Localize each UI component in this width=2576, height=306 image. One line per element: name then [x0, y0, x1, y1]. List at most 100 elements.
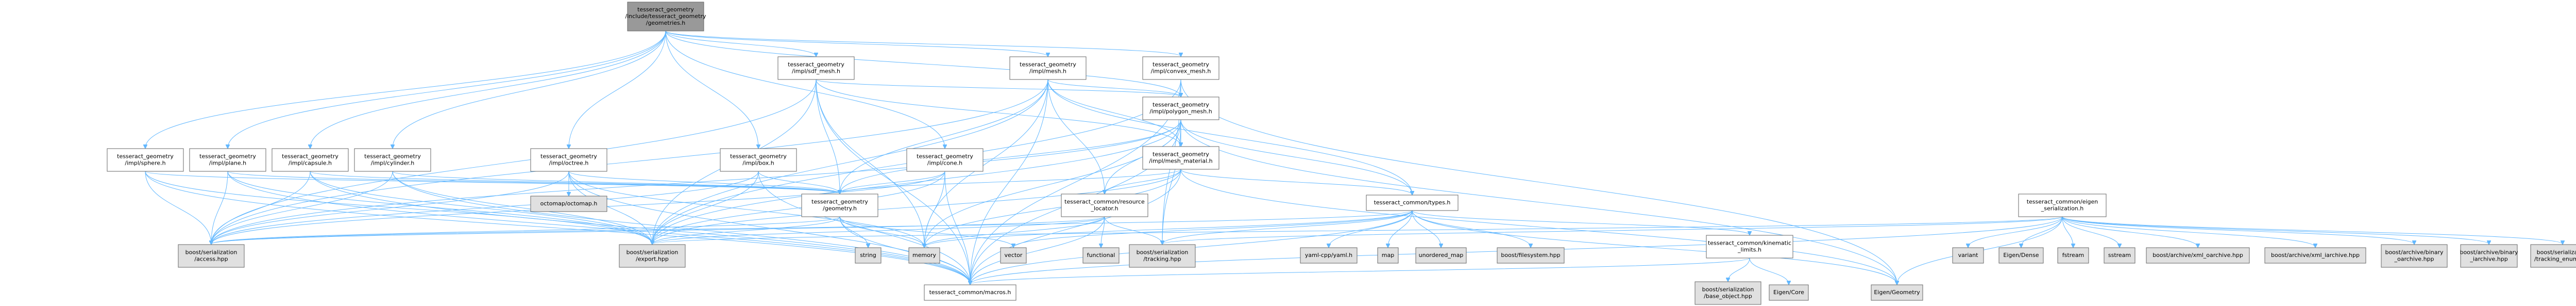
node-label-meshmat: tesseract_geometry — [1153, 151, 1209, 158]
node-box-geometry — [801, 194, 878, 217]
node-polygon[interactable]: tesseract_geometry/impl/polygon_mesh.h — [1142, 96, 1219, 120]
node-box-types — [1366, 195, 1459, 211]
node-sstream[interactable]: sstream — [2104, 247, 2136, 264]
dependency-edges — [145, 30, 2563, 284]
node-label-sdf: tesseract_geometry — [788, 61, 844, 68]
node-box-convex — [1142, 56, 1219, 80]
edge-meshmat-to-geometry — [840, 169, 1181, 194]
node-geometry[interactable]: tesseract_geometry/geometry.h — [801, 194, 878, 217]
node-plane[interactable]: tesseract_geometry/impl/plane.h — [189, 148, 266, 172]
node-map[interactable]: map — [1377, 247, 1399, 264]
node-yaml[interactable]: yaml-cpp/yaml.h — [1300, 247, 1358, 264]
node-meshmat[interactable]: tesseract_geometry/impl/mesh_material.h — [1142, 146, 1219, 170]
node-convex[interactable]: tesseract_geometry/impl/convex_mesh.h — [1142, 56, 1219, 80]
edge-plane-to-geometry — [227, 171, 840, 194]
node-box-resloc — [1061, 194, 1148, 217]
edge-kinlimits-to-baseobj — [1728, 257, 1750, 281]
node-box-octomap — [530, 196, 607, 212]
node-label-kinlimits: tesseract_common/kinematic — [1708, 240, 1791, 247]
node-trackenum[interactable]: boost/serialization/tracking_enum.hpp — [2530, 244, 2576, 268]
edge-meshmat-to-export — [652, 169, 1181, 244]
node-box-eigencore — [1769, 284, 1809, 301]
edge-mesh-to-resloc — [1047, 79, 1105, 194]
edge-sphere-to-geometry — [145, 171, 840, 194]
node-label-eigenser: _serialization.h — [2041, 205, 2084, 212]
node-box-string — [855, 247, 882, 264]
node-eigendense[interactable]: Eigen/Dense — [1998, 247, 2044, 264]
node-xmli[interactable]: boost/archive/xml_iarchive.hpp — [2264, 247, 2366, 264]
node-label-access: /access.hpp — [194, 256, 228, 263]
node-memory[interactable]: memory — [908, 247, 940, 264]
edge-plane-to-access — [211, 171, 228, 244]
node-variant[interactable]: variant — [1952, 247, 1984, 264]
node-cylinder[interactable]: tesseract_geometry/impl/cylinder.h — [354, 148, 431, 172]
edge-box-to-macros — [758, 171, 970, 284]
edge-eigenser-to-sstream — [2062, 216, 2120, 247]
edge-kinlimits-to-macros — [970, 257, 1750, 284]
node-filesystem[interactable]: boost/filesystem.hpp — [1497, 247, 1565, 264]
node-sphere[interactable]: tesseract_geometry/impl/sphere.h — [107, 148, 184, 172]
node-box-cone — [906, 148, 984, 172]
edge-resloc-to-functional — [1101, 216, 1105, 247]
edge-mesh-to-macros — [970, 79, 1048, 284]
node-label-baseobj: boost/serialization — [1702, 286, 1754, 293]
edge-sdf-to-access — [211, 79, 817, 244]
node-eigengeom[interactable]: Eigen/Geometry — [1871, 284, 1923, 301]
node-label-root: tesseract_geometry — [637, 6, 694, 13]
node-label-plane: tesseract_geometry — [199, 153, 256, 160]
edge-root-to-capsule — [310, 30, 666, 148]
node-octomap[interactable]: octomap/octomap.h — [530, 196, 607, 212]
node-bini[interactable]: boost/archive/binary_iarchive.hpp — [2460, 244, 2518, 268]
edge-polygon-to-geometry — [840, 119, 1181, 194]
node-types[interactable]: tesseract_common/types.h — [1366, 195, 1459, 211]
node-root[interactable]: tesseract_geometry/include/tesseract_geo… — [625, 2, 706, 31]
node-box-trackenum — [2530, 244, 2576, 268]
node-access[interactable]: boost/serialization/access.hpp — [178, 244, 245, 268]
node-export[interactable]: boost/serialization/export.hpp — [619, 244, 686, 268]
node-label-convex: /impl/convex_mesh.h — [1151, 68, 1211, 75]
node-label-map: map — [1382, 252, 1394, 259]
node-eigencore[interactable]: Eigen/Core — [1769, 284, 1809, 301]
edge-eigenser-to-xmlo — [2062, 216, 2198, 247]
edge-types-to-access — [211, 210, 1413, 244]
node-umap[interactable]: unordered_map — [1415, 247, 1467, 264]
node-box[interactable]: tesseract_geometry/impl/box.h — [720, 148, 797, 172]
node-string[interactable]: string — [855, 247, 882, 264]
node-xmlo[interactable]: boost/archive/xml_oarchive.hpp — [2146, 247, 2250, 264]
node-box-filesystem — [1497, 247, 1565, 264]
node-tracking[interactable]: boost/serialization/tracking.hpp — [1129, 244, 1196, 268]
node-bino[interactable]: boost/archive/binary_oarchive.hpp — [2381, 244, 2448, 268]
node-resloc[interactable]: tesseract_common/resource_locator.h — [1061, 194, 1148, 217]
edge-root-to-octree — [569, 30, 666, 148]
node-label-mesh: /impl/mesh.h — [1029, 68, 1066, 75]
edge-sdf-to-memory — [816, 79, 924, 247]
node-eigenser[interactable]: tesseract_common/eigen_serialization.h — [2018, 194, 2107, 217]
node-capsule[interactable]: tesseract_geometry/impl/capsule.h — [272, 148, 349, 172]
node-label-yaml: yaml-cpp/yaml.h — [1305, 252, 1352, 259]
node-box-octree — [530, 148, 607, 172]
node-mesh[interactable]: tesseract_geometry/impl/mesh.h — [1009, 56, 1087, 80]
node-vector[interactable]: vector — [1000, 247, 1027, 264]
node-kinlimits[interactable]: tesseract_common/kinematic_limits.h — [1706, 235, 1793, 259]
edge-box-to-access — [211, 171, 759, 244]
node-box-capsule — [272, 148, 349, 172]
edge-convex-to-eigengeom — [1180, 79, 1897, 284]
edge-resloc-to-export — [652, 216, 1105, 244]
edge-root-to-plane — [228, 30, 666, 148]
node-cone[interactable]: tesseract_geometry/impl/cone.h — [906, 148, 984, 172]
node-sdf[interactable]: tesseract_geometry/impl/sdf_mesh.h — [777, 56, 855, 80]
node-box-umap — [1415, 247, 1467, 264]
node-baseobj[interactable]: boost/serialization/base_object.hpp — [1694, 281, 1761, 305]
node-label-cone: tesseract_geometry — [917, 153, 973, 160]
edge-geometry-to-export — [652, 216, 840, 244]
edge-eigenser-to-variant — [1968, 216, 2063, 247]
edge-geometry-to-vector — [839, 216, 1013, 247]
node-label-macros: tesseract_common/macros.h — [929, 289, 1011, 296]
node-box-mesh — [1009, 56, 1087, 80]
node-octree[interactable]: tesseract_geometry/impl/octree.h — [530, 148, 607, 172]
edge-sdf-to-meshmat — [816, 79, 1181, 146]
node-functional[interactable]: functional — [1082, 247, 1120, 264]
node-fstream[interactable]: fstream — [2057, 247, 2089, 264]
node-macros[interactable]: tesseract_common/macros.h — [924, 284, 1016, 301]
